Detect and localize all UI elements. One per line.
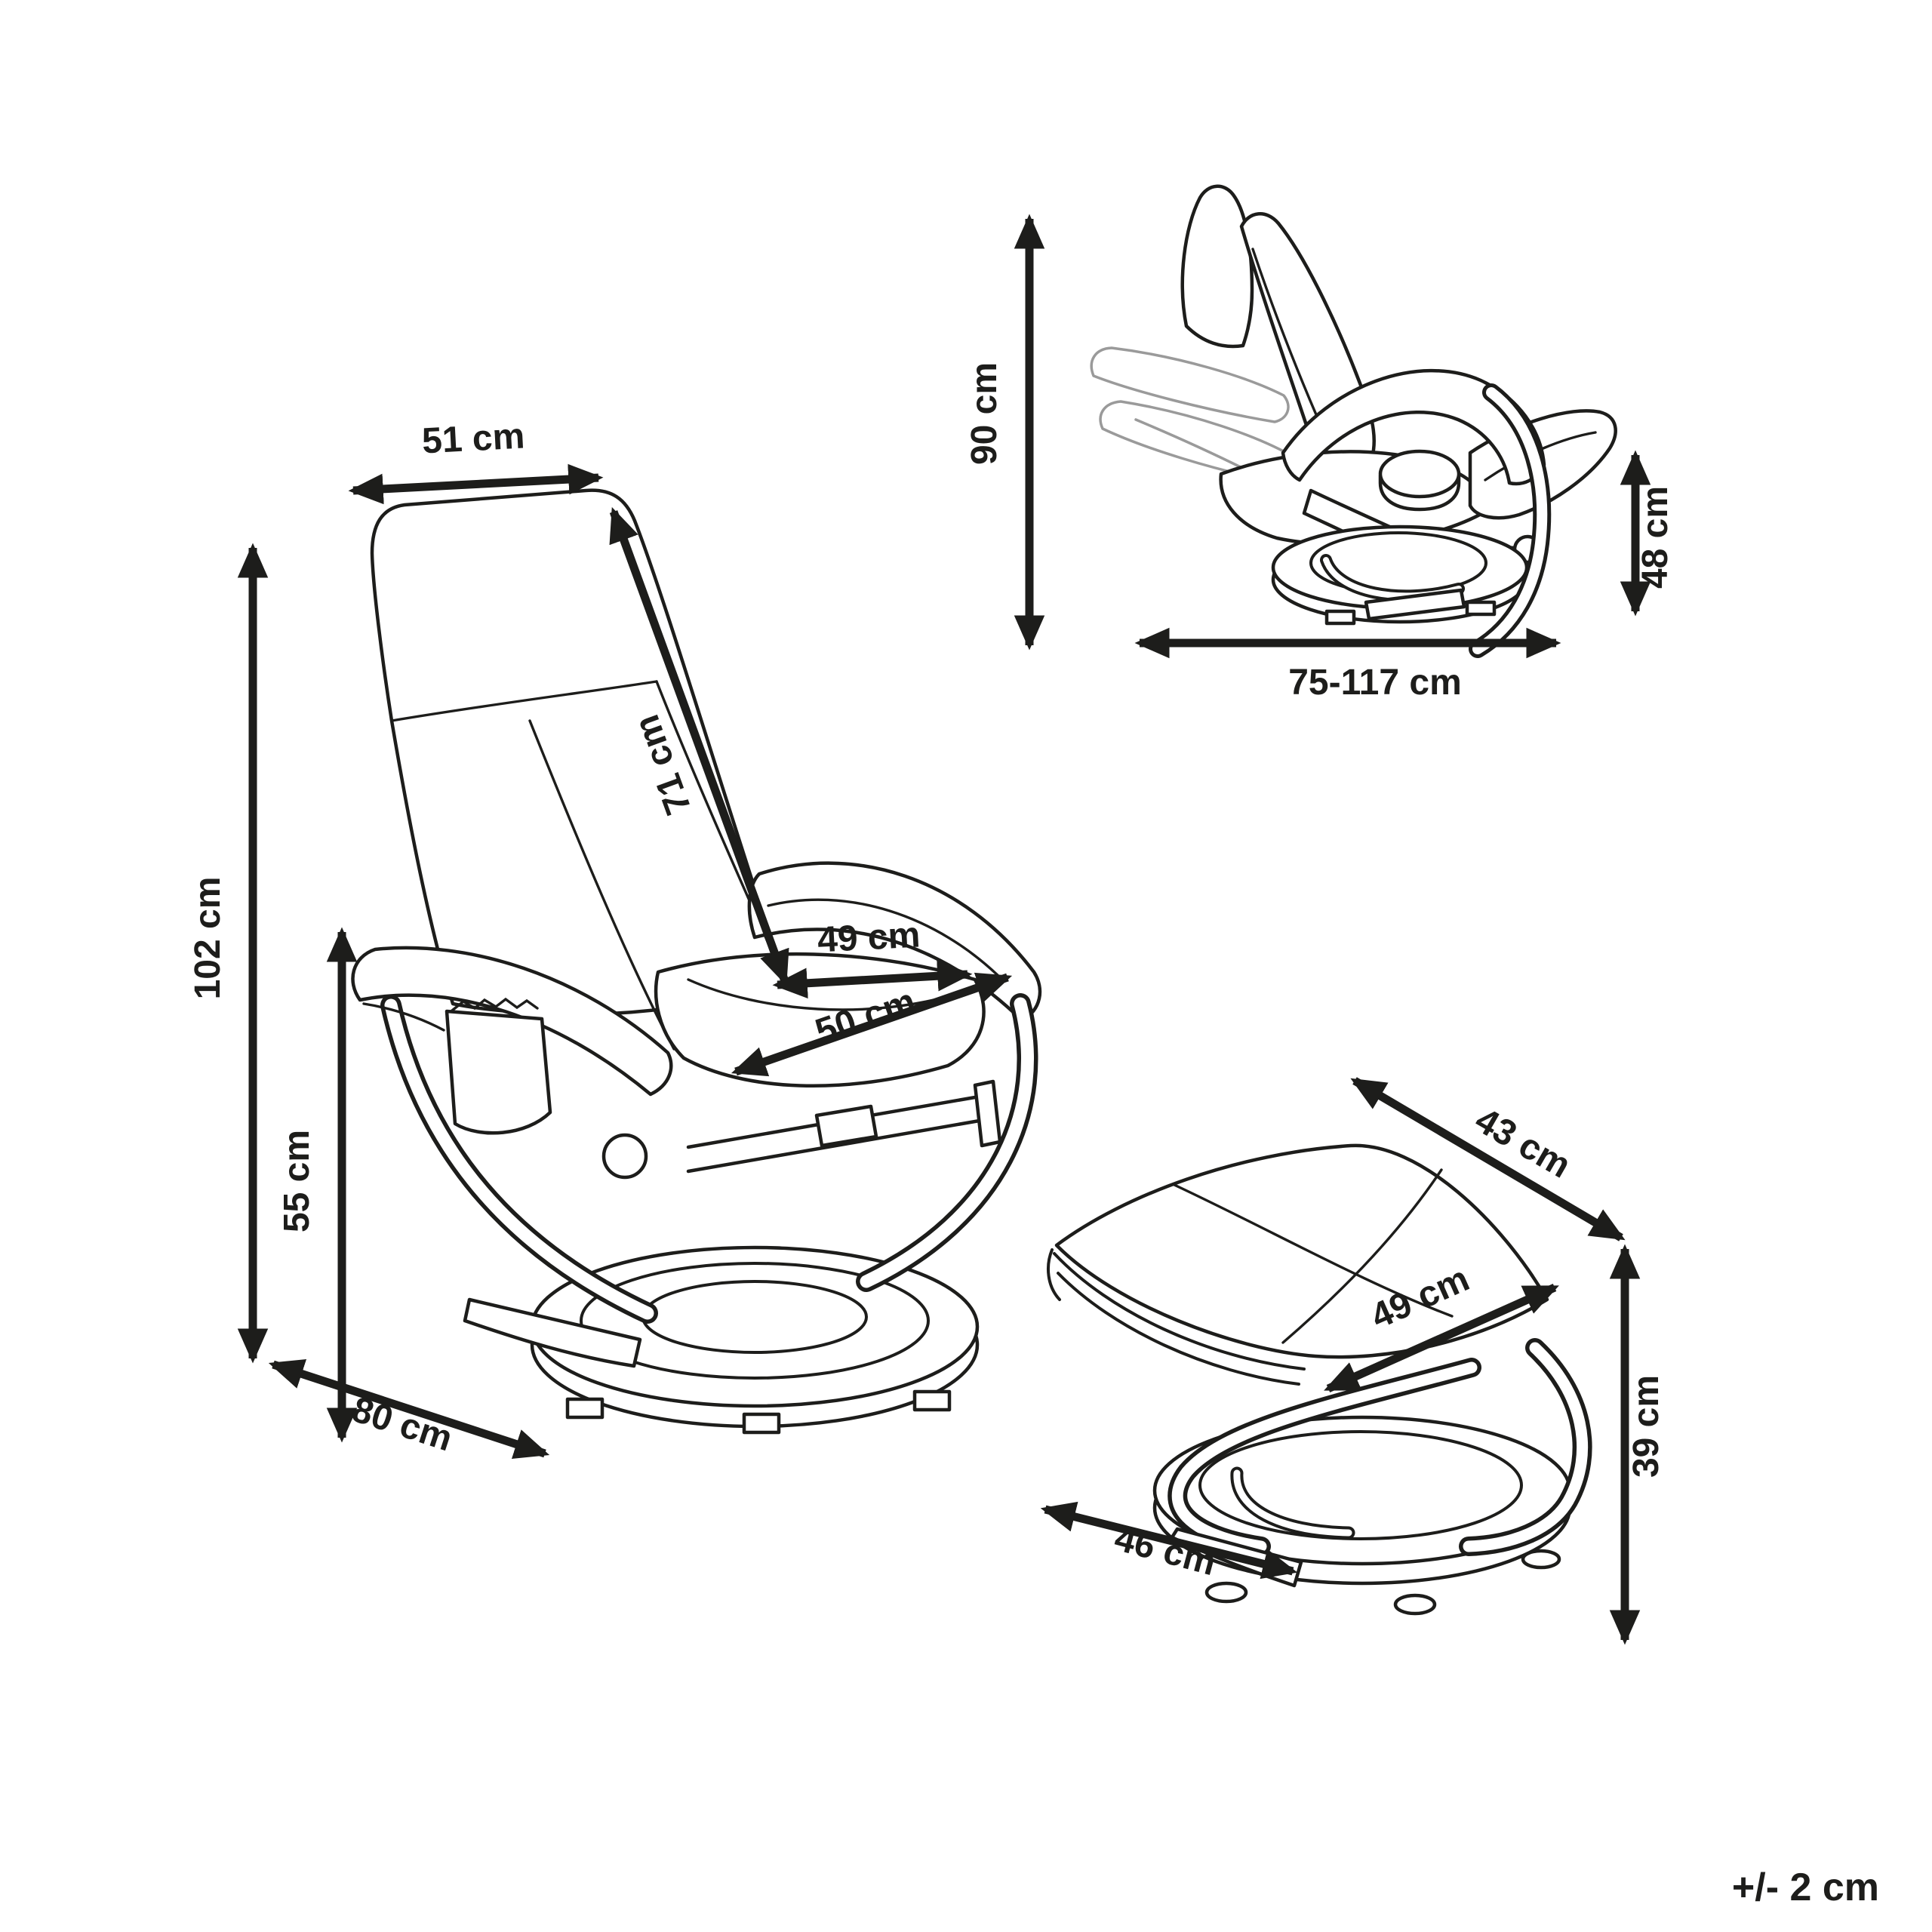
dim-label-armrest-height: 55 cm bbox=[277, 1130, 317, 1232]
dim-label-footstool-depth: 43 cm bbox=[1469, 1100, 1577, 1186]
base-foot-right bbox=[912, 1389, 952, 1412]
left-armrest bbox=[351, 946, 673, 1097]
footstool-piping-2 bbox=[1057, 1272, 1300, 1386]
base-top bbox=[530, 1245, 980, 1408]
base-inner-ring bbox=[580, 1262, 930, 1380]
dim-label-reclined-length: 75-117 cm bbox=[1288, 663, 1462, 703]
footstool-foot-center bbox=[1393, 1593, 1437, 1616]
footstool-foot-right bbox=[1521, 1549, 1561, 1570]
view-recliner-front: 51 cm 102 cm 71 cm 55 cm 49 cm 50 cm 80 … bbox=[188, 416, 1042, 1459]
view-recliner-reclined: 90 cm 48 cm 75-117 cm bbox=[964, 184, 1675, 703]
frame-block bbox=[814, 1104, 878, 1148]
reclined-base-slat bbox=[1364, 588, 1466, 621]
left-support-arm bbox=[380, 995, 658, 1324]
dim-arrow-footstool-depth bbox=[1350, 1077, 1626, 1241]
dim-label-headrest-width: 51 cm bbox=[421, 416, 526, 461]
dim-label-reclined-height: 90 cm bbox=[964, 362, 1004, 465]
footstool-support-right bbox=[1459, 1338, 1592, 1556]
backrest-outline bbox=[370, 488, 787, 1017]
left-armrest-lip bbox=[362, 1002, 445, 1032]
dim-arrow-footstool-base-width bbox=[1040, 1501, 1298, 1580]
dim-arrow-seat-depth bbox=[731, 972, 1013, 1077]
dim-arrow-headrest-width bbox=[348, 463, 604, 505]
tolerance-note: +/- 2 cm bbox=[1732, 1866, 1879, 1909]
right-armrest-seam bbox=[767, 898, 1005, 983]
footstool-base-inner-ring bbox=[1198, 1430, 1523, 1540]
base-foot-center bbox=[742, 1412, 781, 1435]
dim-label-seat-width: 49 cm bbox=[817, 915, 921, 960]
remote-pocket bbox=[445, 1009, 552, 1135]
view-footstool: 43 cm 49 cm 39 cm 46 cm bbox=[1040, 1077, 1666, 1645]
frame-bracket bbox=[973, 1079, 1002, 1148]
base-footboard bbox=[463, 1297, 642, 1368]
phantom-footrest-upper bbox=[1090, 346, 1290, 423]
recline-knob bbox=[601, 1133, 648, 1180]
frame-rail-lower bbox=[686, 1116, 995, 1174]
dim-label-seat-height: 48 cm bbox=[1635, 486, 1675, 589]
right-support-arm bbox=[856, 993, 1038, 1292]
reclined-armrest bbox=[1281, 368, 1546, 486]
footstool-piping-cap bbox=[1047, 1248, 1061, 1301]
reclined-base-foot-right bbox=[1465, 600, 1497, 617]
dim-arrow-base-depth bbox=[268, 1359, 550, 1459]
footstool-foot-left bbox=[1204, 1581, 1248, 1604]
armrest-cylinder-top bbox=[1378, 449, 1461, 499]
dim-label-base-depth: 80 cm bbox=[347, 1389, 457, 1459]
reclined-support-arm bbox=[1469, 383, 1552, 658]
backrest-center-seam bbox=[528, 719, 675, 1051]
dim-arrow-backrest-length bbox=[609, 506, 789, 986]
base-foot-left bbox=[565, 1397, 605, 1420]
dim-arrow-footstool-width bbox=[1324, 1283, 1559, 1393]
reclined-headrest bbox=[1180, 184, 1254, 349]
dim-label-total-height: 102 cm bbox=[188, 877, 228, 1000]
remote-control bbox=[451, 997, 539, 1012]
dim-label-footstool-height: 39 cm bbox=[1626, 1375, 1666, 1478]
footstool-piping-1 bbox=[1053, 1252, 1306, 1371]
reclined-base-foot-left bbox=[1324, 609, 1356, 626]
